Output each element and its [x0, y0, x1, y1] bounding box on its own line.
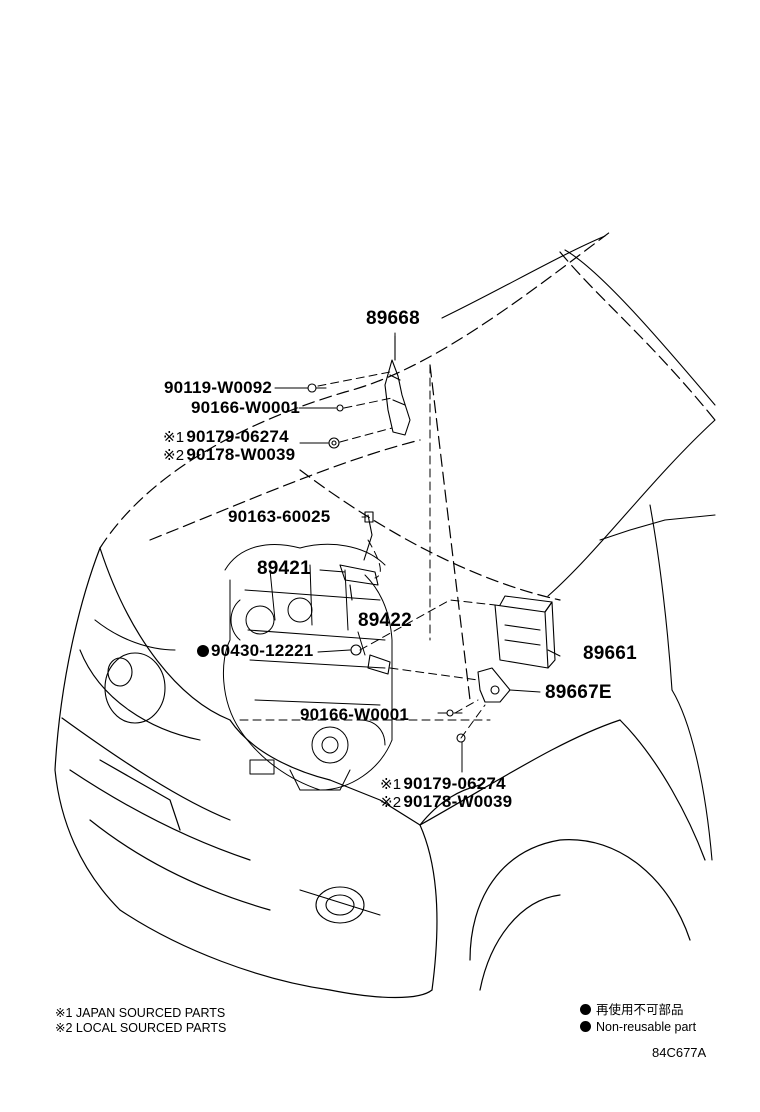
hood-outline: [99, 231, 716, 701]
part-number: 90178-W0039: [403, 792, 513, 811]
callout-90163-60025[interactable]: 90163-60025: [228, 507, 331, 526]
part-number: 90178-W0039: [186, 445, 296, 464]
non-reusable-dot-icon: [197, 645, 209, 657]
mark-japan: ※1: [163, 429, 185, 446]
legend-non-reusable-jp: 再使用不可部品: [580, 1003, 684, 1018]
callout-89667e[interactable]: 89667E: [545, 682, 612, 703]
illustration-code: 84C677A: [652, 1045, 707, 1060]
fasteners-top: [307, 383, 344, 449]
callout-90430-12221[interactable]: 90430-12221: [197, 641, 313, 661]
note-japan-sourced: ※1 JAPAN SOURCED PARTS: [55, 1006, 226, 1020]
callout-89422[interactable]: 89422: [358, 610, 412, 631]
part-number: 90430-12221: [211, 641, 314, 660]
callout-90119-w0092[interactable]: 90119-W0092: [164, 378, 273, 397]
non-reusable-dot-icon: [580, 1004, 591, 1015]
note-local-sourced: ※2 LOCAL SOURCED PARTS: [55, 1021, 227, 1035]
part-89668-sensor: [384, 335, 411, 436]
fog-lamp: [299, 886, 381, 924]
part-number: 90179-06274: [403, 774, 506, 793]
front-body-outline: [54, 547, 706, 999]
non-reusable-dot-icon: [580, 1021, 591, 1032]
callout-89421[interactable]: 89421: [257, 558, 311, 579]
mark-japan: ※1: [380, 776, 402, 793]
callout-90166-w0001-top[interactable]: 90166-W0001: [191, 398, 300, 417]
windshield-outline: [441, 235, 716, 861]
mark-local: ※2: [380, 794, 402, 811]
leader-lines: [274, 332, 561, 773]
headlamp: [79, 619, 201, 741]
phantom-leaders: [239, 364, 496, 739]
callout-89661[interactable]: 89661: [583, 643, 637, 664]
callout-89668[interactable]: 89668: [366, 308, 420, 329]
part-89661-ecu: [494, 595, 556, 669]
fasteners-bottom: [446, 709, 466, 743]
part-89667E-bracket: [477, 667, 511, 703]
legend-text: 再使用不可部品: [596, 1003, 684, 1017]
part-number: 90179-06274: [186, 427, 289, 446]
legend-non-reusable-en: Non-reusable part: [580, 1020, 696, 1035]
engine-assembly: [222, 543, 393, 791]
legend-text: Non-reusable part: [596, 1020, 697, 1034]
mark-local: ※2: [163, 447, 185, 464]
part-89422-sensor: [350, 644, 391, 675]
callout-90166-w0001-bottom[interactable]: 90166-W0001: [300, 705, 409, 724]
part-89421-sensor: [339, 564, 379, 601]
